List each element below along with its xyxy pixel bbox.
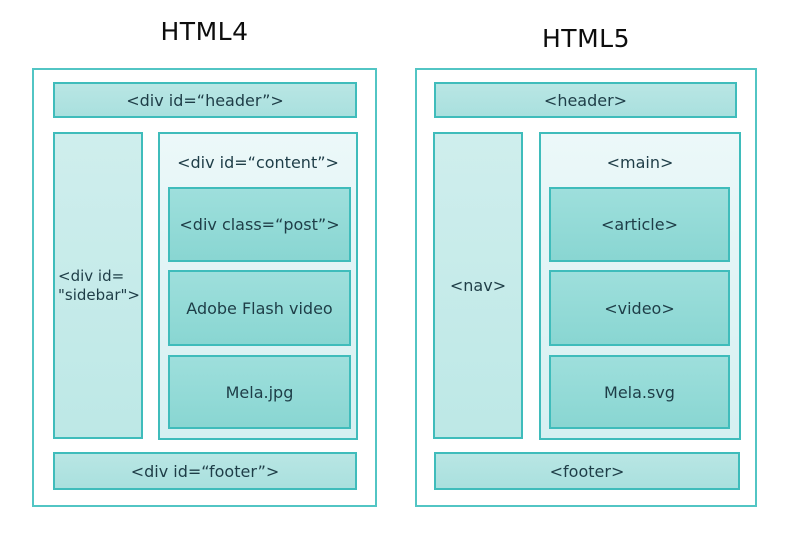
html4-sidebar-label: <div id= "sidebar"> (55, 267, 141, 305)
html4-header-label: <div id=“header”> (126, 90, 284, 110)
html4-image-label: Mela.jpg (225, 382, 294, 402)
html4-header-box: <div id=“header”> (53, 82, 357, 118)
html5-main-box: <main> <article> <video> Mela.svg (539, 132, 741, 440)
html5-title: HTML5 (542, 24, 630, 53)
html5-article-box: <article> (549, 187, 730, 262)
html4-footer-box: <div id=“footer”> (53, 452, 357, 490)
html5-image-box: Mela.svg (549, 355, 730, 429)
html4-footer-label: <div id=“footer”> (130, 461, 280, 481)
html5-video-label: <video> (604, 298, 675, 318)
html5-header-label: <header> (543, 90, 628, 110)
html4-page-outline: <div id=“header”> <div id= "sidebar"> <d… (32, 68, 377, 507)
html4-content-box: <div id=“content”> <div class=“post”> Ad… (158, 132, 358, 440)
html4-post-label: <div class=“post”> (179, 215, 340, 234)
html4-image-box: Mela.jpg (168, 355, 351, 429)
html5-nav-label: <nav> (449, 276, 507, 295)
html4-content-label: <div id=“content”> (177, 152, 339, 172)
html4-sidebar-label-line2: "sidebar"> (58, 285, 140, 304)
html5-footer-box: <footer> (434, 452, 740, 490)
html4-flash-video-box: Adobe Flash video (168, 270, 351, 346)
html5-main-label: <main> (606, 152, 674, 172)
html4-sidebar-box: <div id= "sidebar"> (53, 132, 143, 439)
html5-nav-box: <nav> (433, 132, 523, 439)
html5-image-label: Mela.svg (604, 382, 675, 402)
html4-title: HTML4 (160, 17, 249, 46)
html5-article-label: <article> (601, 215, 678, 234)
html5-header-box: <header> (434, 82, 737, 118)
html5-footer-label: <footer> (549, 461, 625, 481)
html4-post-box: <div class=“post”> (168, 187, 351, 262)
html4-sidebar-label-line1: <div id= (58, 266, 125, 285)
html5-video-box: <video> (549, 270, 730, 346)
html5-page-outline: <header> <nav> <main> <article> <video> … (415, 68, 757, 507)
html4-flash-video-label: Adobe Flash video (186, 298, 333, 318)
